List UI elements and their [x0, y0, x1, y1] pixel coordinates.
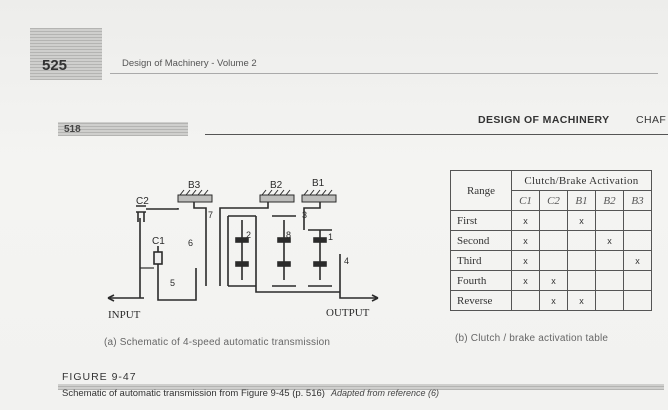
inner-page-number: 518 [64, 124, 81, 135]
figure-rule [58, 384, 664, 390]
clutch-c2 [136, 205, 179, 222]
ground-block-b3 [177, 189, 213, 203]
inner-book-title: DESIGN OF MACHINERY [478, 114, 610, 126]
table-cell [623, 290, 652, 311]
ring-connection [255, 286, 340, 293]
table-cell: x [539, 290, 568, 311]
input-shaft [108, 218, 144, 299]
col-header-b3: B3 [623, 190, 652, 211]
col-header-c1: C1 [511, 190, 540, 211]
table-cell: x [511, 250, 540, 271]
col-header-b1: B1 [567, 190, 596, 211]
shaft-5 [157, 268, 197, 301]
label-7: 7 [208, 210, 213, 220]
planetary-set-right [308, 229, 332, 287]
header-rule [110, 73, 658, 74]
page-number-tab [30, 28, 102, 80]
table-cell [595, 270, 624, 291]
inner-chapter-fragment: CHAF [636, 114, 667, 126]
inner-header-rule [205, 134, 668, 135]
transmission-schematic: B3 B2 B1 C2 C1 7 6 2 8 3 1 4 5 INPUT OUT… [107, 178, 379, 321]
clutch-c1 [140, 246, 163, 276]
table-subheader-row: C1 C2 B1 B2 B3 [451, 190, 652, 211]
figure-label: FIGURE 9-47 [62, 371, 137, 383]
table-header-activation: Clutch/Brake Activation [511, 170, 652, 191]
label-b1: B1 [312, 178, 325, 189]
table-row: Reverse x x [450, 290, 652, 311]
figure-source: Adapted from reference (6) [330, 388, 440, 398]
output-shaft [339, 254, 378, 299]
input-arrow [107, 294, 115, 302]
table-cell: x [623, 250, 652, 271]
label-b3: B3 [188, 180, 201, 191]
row-label: Second [450, 230, 512, 251]
table-cell [595, 250, 624, 271]
label-6: 6 [188, 238, 193, 248]
row-label: Reverse [450, 290, 512, 311]
label-1: 1 [328, 232, 333, 242]
table-row: Second x x [450, 230, 652, 251]
table-cell: x [539, 270, 568, 291]
planetary-set-middle [272, 215, 296, 287]
table-cell [567, 230, 596, 251]
table-caption: (b) Clutch / brake activation table [455, 333, 609, 344]
ground-block-b1 [301, 189, 337, 203]
row-label: Fourth [450, 270, 512, 291]
row-label: First [450, 210, 512, 231]
table-cell: x [595, 230, 624, 251]
label-5: 5 [170, 278, 175, 288]
table-cell [539, 230, 568, 251]
table-cell [567, 250, 596, 271]
label-output: OUTPUT [326, 307, 370, 319]
table-cell: x [511, 210, 540, 231]
figure-caption-text: Schematic of automatic transmission from… [62, 388, 325, 399]
label-3: 3 [302, 210, 307, 220]
brake-b1-link [303, 202, 321, 230]
col-header-c2: C2 [539, 190, 568, 211]
table-cell [623, 270, 652, 291]
activation-table: Range Clutch/Brake Activation C1 C2 B1 B… [450, 170, 652, 311]
planetary-set-left [227, 215, 257, 287]
table-cell: x [511, 230, 540, 251]
table-cell [539, 250, 568, 271]
table-row: First x x [450, 210, 652, 231]
table-cell: x [567, 210, 596, 231]
output-arrow [371, 294, 379, 302]
outer-page-number: 525 [42, 57, 68, 74]
inner-page-number-tab [58, 122, 188, 136]
table-cell: x [567, 290, 596, 311]
col-header-b2: B2 [595, 190, 624, 211]
table-cell [567, 270, 596, 291]
schematic-caption: (a) Schematic of 4-speed automatic trans… [104, 337, 331, 348]
running-head: Design of Machinery - Volume 2 [122, 58, 257, 69]
ground-block-b2 [259, 189, 295, 203]
table-header-range: Range [450, 170, 512, 211]
figure-caption: Schematic of automatic transmission from… [62, 388, 439, 399]
table-cell [595, 210, 624, 231]
brake-b2-link [219, 202, 269, 286]
label-b2: B2 [270, 180, 283, 191]
table-cell: x [511, 270, 540, 291]
label-c1: C1 [152, 236, 165, 247]
table-cell [623, 210, 652, 231]
table-cell [539, 210, 568, 231]
table-row: Fourth x x [450, 270, 652, 291]
label-input: INPUT [108, 309, 141, 321]
table-cell [623, 230, 652, 251]
table-cell [511, 290, 540, 311]
label-c2: C2 [136, 196, 149, 207]
label-2: 2 [246, 230, 251, 240]
table-row: Third x x [450, 250, 652, 271]
table-cell [595, 290, 624, 311]
row-label: Third [450, 250, 512, 271]
label-8: 8 [286, 230, 291, 240]
brake-b3-link [193, 202, 207, 286]
label-4: 4 [344, 256, 349, 266]
